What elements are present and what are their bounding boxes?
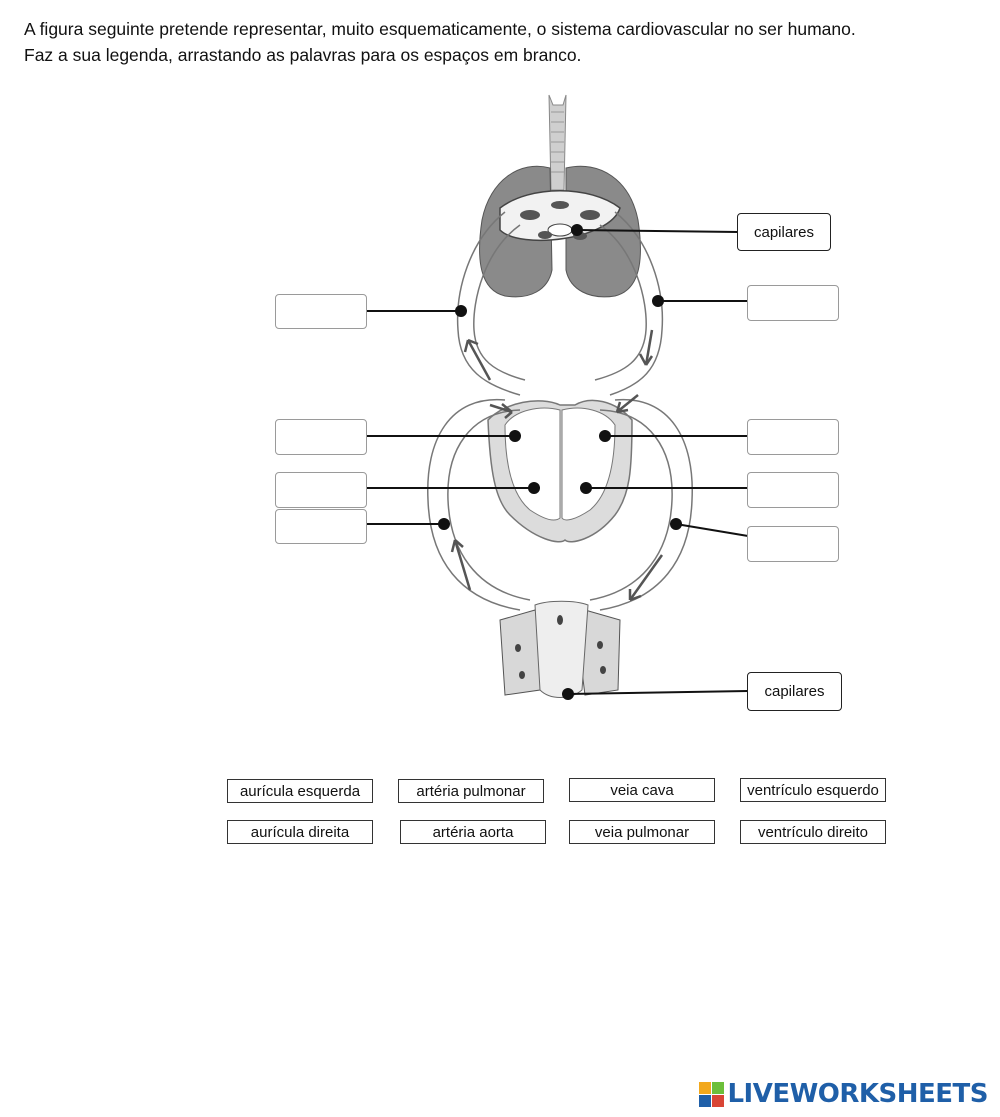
answer-box-right-upper[interactable] (747, 285, 839, 321)
logo-square-2 (712, 1082, 724, 1094)
answer-box-left-lower[interactable] (275, 509, 367, 544)
lung-capillaries-label: capilares (737, 213, 831, 251)
word-veia-pulmonar[interactable]: veia pulmonar (569, 820, 715, 844)
word-ventriculo-esquerdo[interactable]: ventrículo esquerdo (740, 778, 886, 802)
answer-box-right-atrium[interactable] (747, 419, 839, 455)
body-capillaries-label: capilares (747, 672, 842, 711)
heart (488, 400, 632, 541)
logo-square-1 (699, 1082, 711, 1094)
logo-square-4 (712, 1095, 724, 1107)
answer-box-left-atrium[interactable] (275, 419, 367, 455)
word-veia-cava[interactable]: veia cava (569, 778, 715, 802)
answer-box-left-ventricle[interactable] (275, 472, 367, 508)
word-ventriculo-direito[interactable]: ventrículo direito (740, 820, 886, 844)
word-auricula-esquerda[interactable]: aurícula esquerda (227, 779, 373, 803)
body-tissue-cells (500, 601, 620, 697)
answer-box-right-ventricle[interactable] (747, 472, 839, 508)
logo-square-3 (699, 1095, 711, 1107)
liveworksheets-logo-text: LIVEWORKSHEETS (727, 1079, 988, 1109)
word-arteria-pulmonar[interactable]: artéria pulmonar (398, 779, 544, 803)
answer-box-right-lower[interactable] (747, 526, 839, 562)
liveworksheets-logo-icon (699, 1082, 724, 1107)
trachea (549, 95, 566, 190)
answer-box-left-upper[interactable] (275, 294, 367, 329)
word-arteria-aorta[interactable]: artéria aorta (400, 820, 546, 844)
cardiovascular-diagram (0, 0, 1000, 760)
word-auricula-direita[interactable]: aurícula direita (227, 820, 373, 844)
liveworksheets-logo[interactable]: LIVEWORKSHEETS (699, 1079, 988, 1109)
